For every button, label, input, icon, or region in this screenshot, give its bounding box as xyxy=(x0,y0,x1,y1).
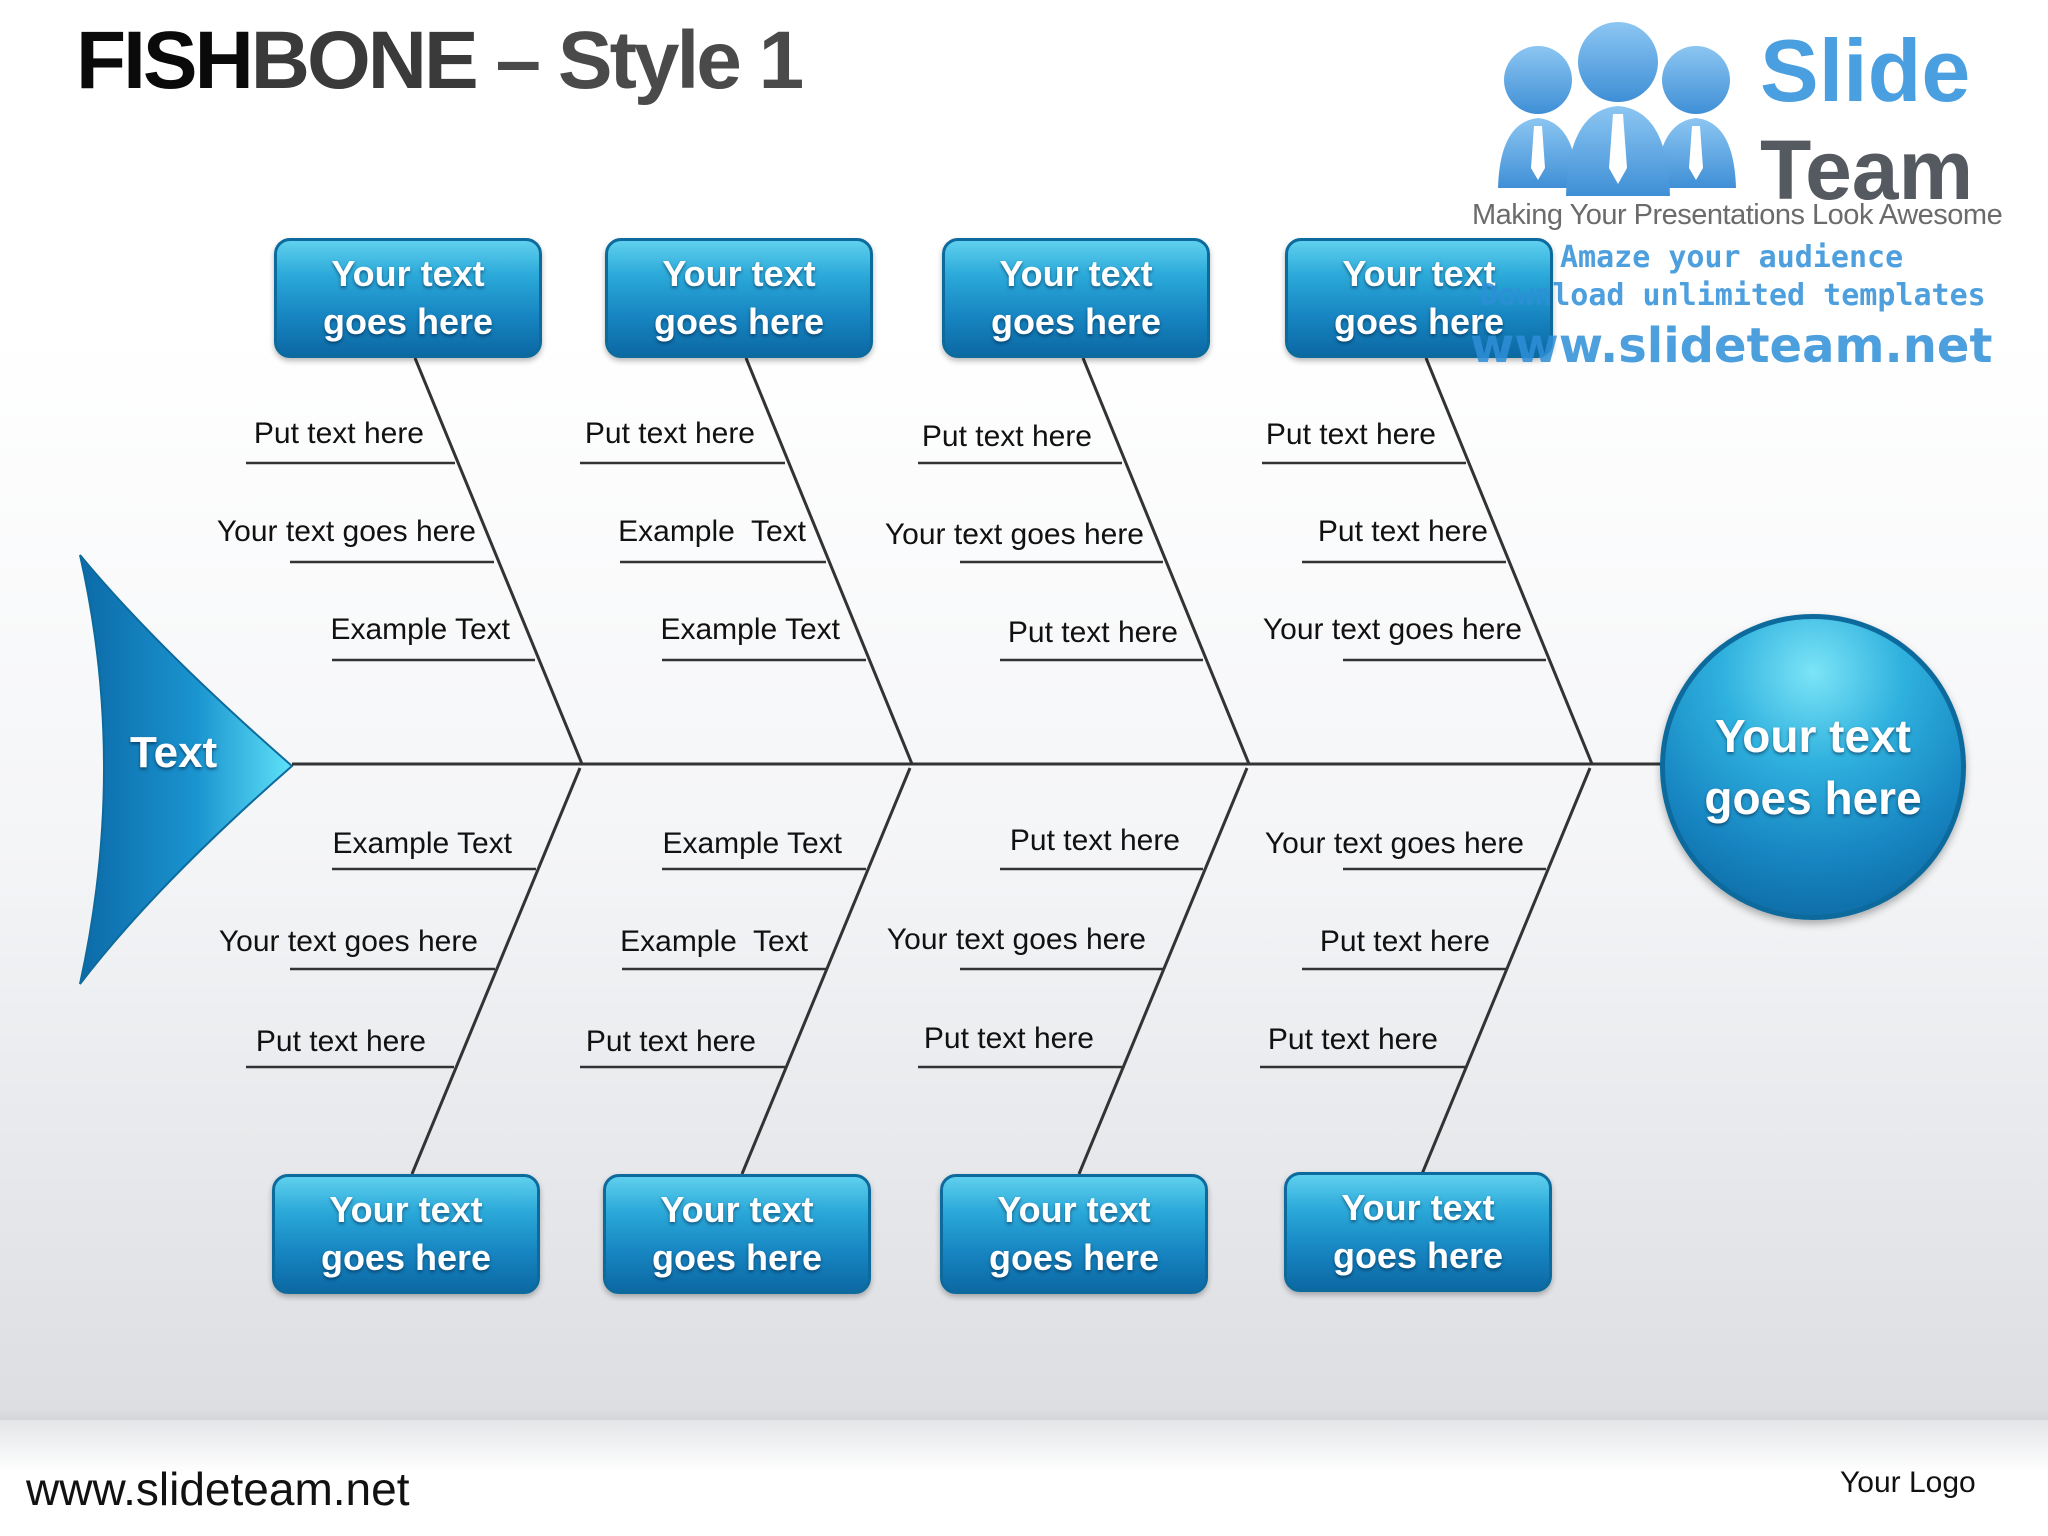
watermark-line-3: www.slideteam.net xyxy=(1470,318,1993,374)
footer-band xyxy=(0,1420,2048,1536)
top-category-box-2[interactable]: Your text goes here xyxy=(605,238,873,358)
cause-label[interactable]: Example Text xyxy=(662,827,842,860)
cause-label[interactable]: Example Text xyxy=(660,613,840,646)
bottom-category-box-3[interactable]: Your text goes here xyxy=(940,1174,1208,1294)
cause-label[interactable]: Put text here xyxy=(923,1022,1094,1055)
cause-label[interactable]: Example Text xyxy=(620,925,808,958)
cause-label[interactable]: Your text goes here xyxy=(884,518,1144,551)
cause-label[interactable]: Example Text xyxy=(330,613,510,646)
effect-circle[interactable]: Your text goes here xyxy=(1660,614,1966,920)
top-category-box-1[interactable]: Your text goes here xyxy=(274,238,542,358)
cause-label[interactable]: Your text goes here xyxy=(886,923,1146,956)
footer-url[interactable]: www.slideteam.net xyxy=(26,1463,410,1515)
cause-label[interactable]: Put text here xyxy=(921,420,1092,453)
fish-head-arrow xyxy=(79,554,294,985)
cause-label[interactable]: Your text goes here xyxy=(216,515,476,548)
top-category-box-4[interactable]: Your text goes here xyxy=(1285,238,1553,358)
cause-label[interactable]: Your text goes here xyxy=(1262,613,1522,646)
bottom-category-box-4[interactable]: Your text goes here xyxy=(1284,1172,1552,1292)
top-bones xyxy=(413,357,1594,765)
logo-wordmark-team: Team xyxy=(1760,123,1974,217)
watermark-line-2: Download unlimited templates xyxy=(1480,278,1986,313)
bottom-bones xyxy=(410,767,1592,1175)
cause-label[interactable]: Put text here xyxy=(1317,515,1488,548)
cause-label[interactable]: Your text goes here xyxy=(218,925,478,958)
cause-label[interactable]: Your text goes here xyxy=(1264,827,1524,860)
bottom-branch-lines xyxy=(246,867,1546,1069)
cause-label[interactable]: Example Text xyxy=(618,515,806,548)
logo-tagline: Making Your Presentations Look Awesome xyxy=(1472,199,2003,231)
problem-head-label: Text xyxy=(130,728,218,777)
cause-label[interactable]: Put text here xyxy=(584,417,755,450)
top-branch-lines xyxy=(246,461,1546,662)
cause-label[interactable]: Example Text xyxy=(332,827,512,860)
footer-logo-placeholder: Your Logo xyxy=(1840,1466,1976,1499)
cause-label[interactable]: Put text here xyxy=(253,417,424,450)
cause-label[interactable]: Put text here xyxy=(1007,616,1178,649)
logo-wordmark-slide: Slide xyxy=(1760,21,1971,120)
bottom-category-box-2[interactable]: Your text goes here xyxy=(603,1174,871,1294)
watermark-line-1: Amaze your audience xyxy=(1560,240,1904,275)
cause-label[interactable]: Put text here xyxy=(1267,1023,1438,1056)
cause-label[interactable]: Put text here xyxy=(255,1025,426,1058)
cause-label[interactable]: Put text here xyxy=(1009,824,1180,857)
cause-label[interactable]: Put text here xyxy=(585,1025,756,1058)
top-category-box-3[interactable]: Your text goes here xyxy=(942,238,1210,358)
bottom-category-box-1[interactable]: Your text goes here xyxy=(272,1174,540,1294)
cause-label[interactable]: Put text here xyxy=(1319,925,1490,958)
page-title: FISHBONE – Style 1 xyxy=(76,15,804,106)
cause-label[interactable]: Put text here xyxy=(1265,418,1436,451)
people-logo-icon xyxy=(1498,22,1736,196)
